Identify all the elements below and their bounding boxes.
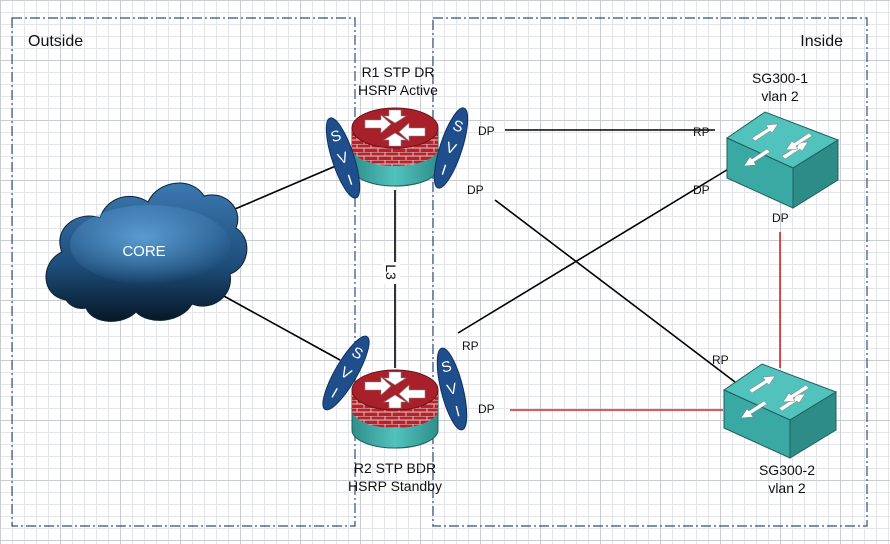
link-core-r1 [227, 164, 339, 213]
switch-sg300-1 [725, 111, 840, 209]
svi-letter-s: S [440, 358, 454, 377]
r2-svi-right: S V I [436, 347, 468, 431]
sw1-label-line1: SG300-1 [752, 70, 808, 86]
r1-label-line1: R1 STP DR [362, 64, 435, 80]
switch-sg300-2-arrows-icon [740, 375, 810, 419]
svi-letter-v: V [443, 139, 458, 158]
link-r2-sw1 [457, 164, 736, 334]
l3-link-label: L3 [383, 264, 399, 280]
port-r1-dp-to-sw1: DP [478, 124, 495, 138]
svi-letter-v: V [445, 380, 459, 399]
r1-svi-right: S V I [433, 107, 469, 189]
port-r1-dp-to-sw2: DP [467, 183, 484, 197]
router-r2 [351, 369, 439, 449]
link-r1-sw2 [494, 199, 736, 383]
port-sw1-dp-to-sw2: DP [772, 211, 789, 225]
svi-letter-i: I [439, 162, 448, 179]
port-r2-rp-to-sw1: RP [462, 339, 479, 353]
port-sw2-rp-from-r1: RP [712, 353, 729, 367]
router-r1 [351, 107, 439, 187]
link-core-r2 [221, 294, 341, 361]
router-r1-arrows-icon [364, 109, 426, 147]
outside-zone-border [11, 17, 356, 527]
router-r1-top [351, 107, 439, 149]
svi-letter-v: V [336, 149, 351, 168]
svi-letter-s: S [451, 117, 466, 136]
port-r2-dp-to-sw2: DP [478, 402, 495, 416]
sw2-label-line1: SG300-2 [759, 462, 815, 478]
svi-letter-i: I [346, 172, 355, 189]
switch-sg300-2-side [789, 391, 837, 459]
l3-label-group: L3 [382, 262, 400, 284]
switch-sg300-1-side [792, 139, 839, 209]
r2-svi-left: S V I [322, 335, 370, 411]
router-r2-arrows-icon [364, 371, 426, 409]
inside-zone-border [432, 17, 868, 527]
r2-label-line1: R2 STP BDR [354, 460, 436, 476]
core-label: CORE [122, 243, 165, 260]
r1-svi-left: S V I [325, 117, 361, 199]
svi-letter-i: I [454, 403, 462, 421]
sw1-label-line2: vlan 2 [761, 88, 799, 104]
switch-sg300-1-arrows-icon [743, 123, 813, 167]
inside-zone-label: Inside [800, 33, 843, 50]
port-sw1-rp-from-r1: RP [693, 125, 710, 139]
cloud-highlight [70, 205, 230, 285]
router-r2-top [351, 369, 439, 411]
port-sw1-dp-to-r2: DP [693, 183, 710, 197]
core-cloud: CORE [45, 182, 248, 322]
svi-letter-s: S [329, 127, 344, 146]
r1-label-line2: HSRP Active [358, 82, 438, 98]
switch-sg300-2 [722, 363, 838, 459]
r2-label-line2: HSRP Standby [348, 478, 442, 494]
outside-zone-label: Outside [28, 33, 83, 50]
sw2-label-line2: vlan 2 [768, 480, 806, 496]
